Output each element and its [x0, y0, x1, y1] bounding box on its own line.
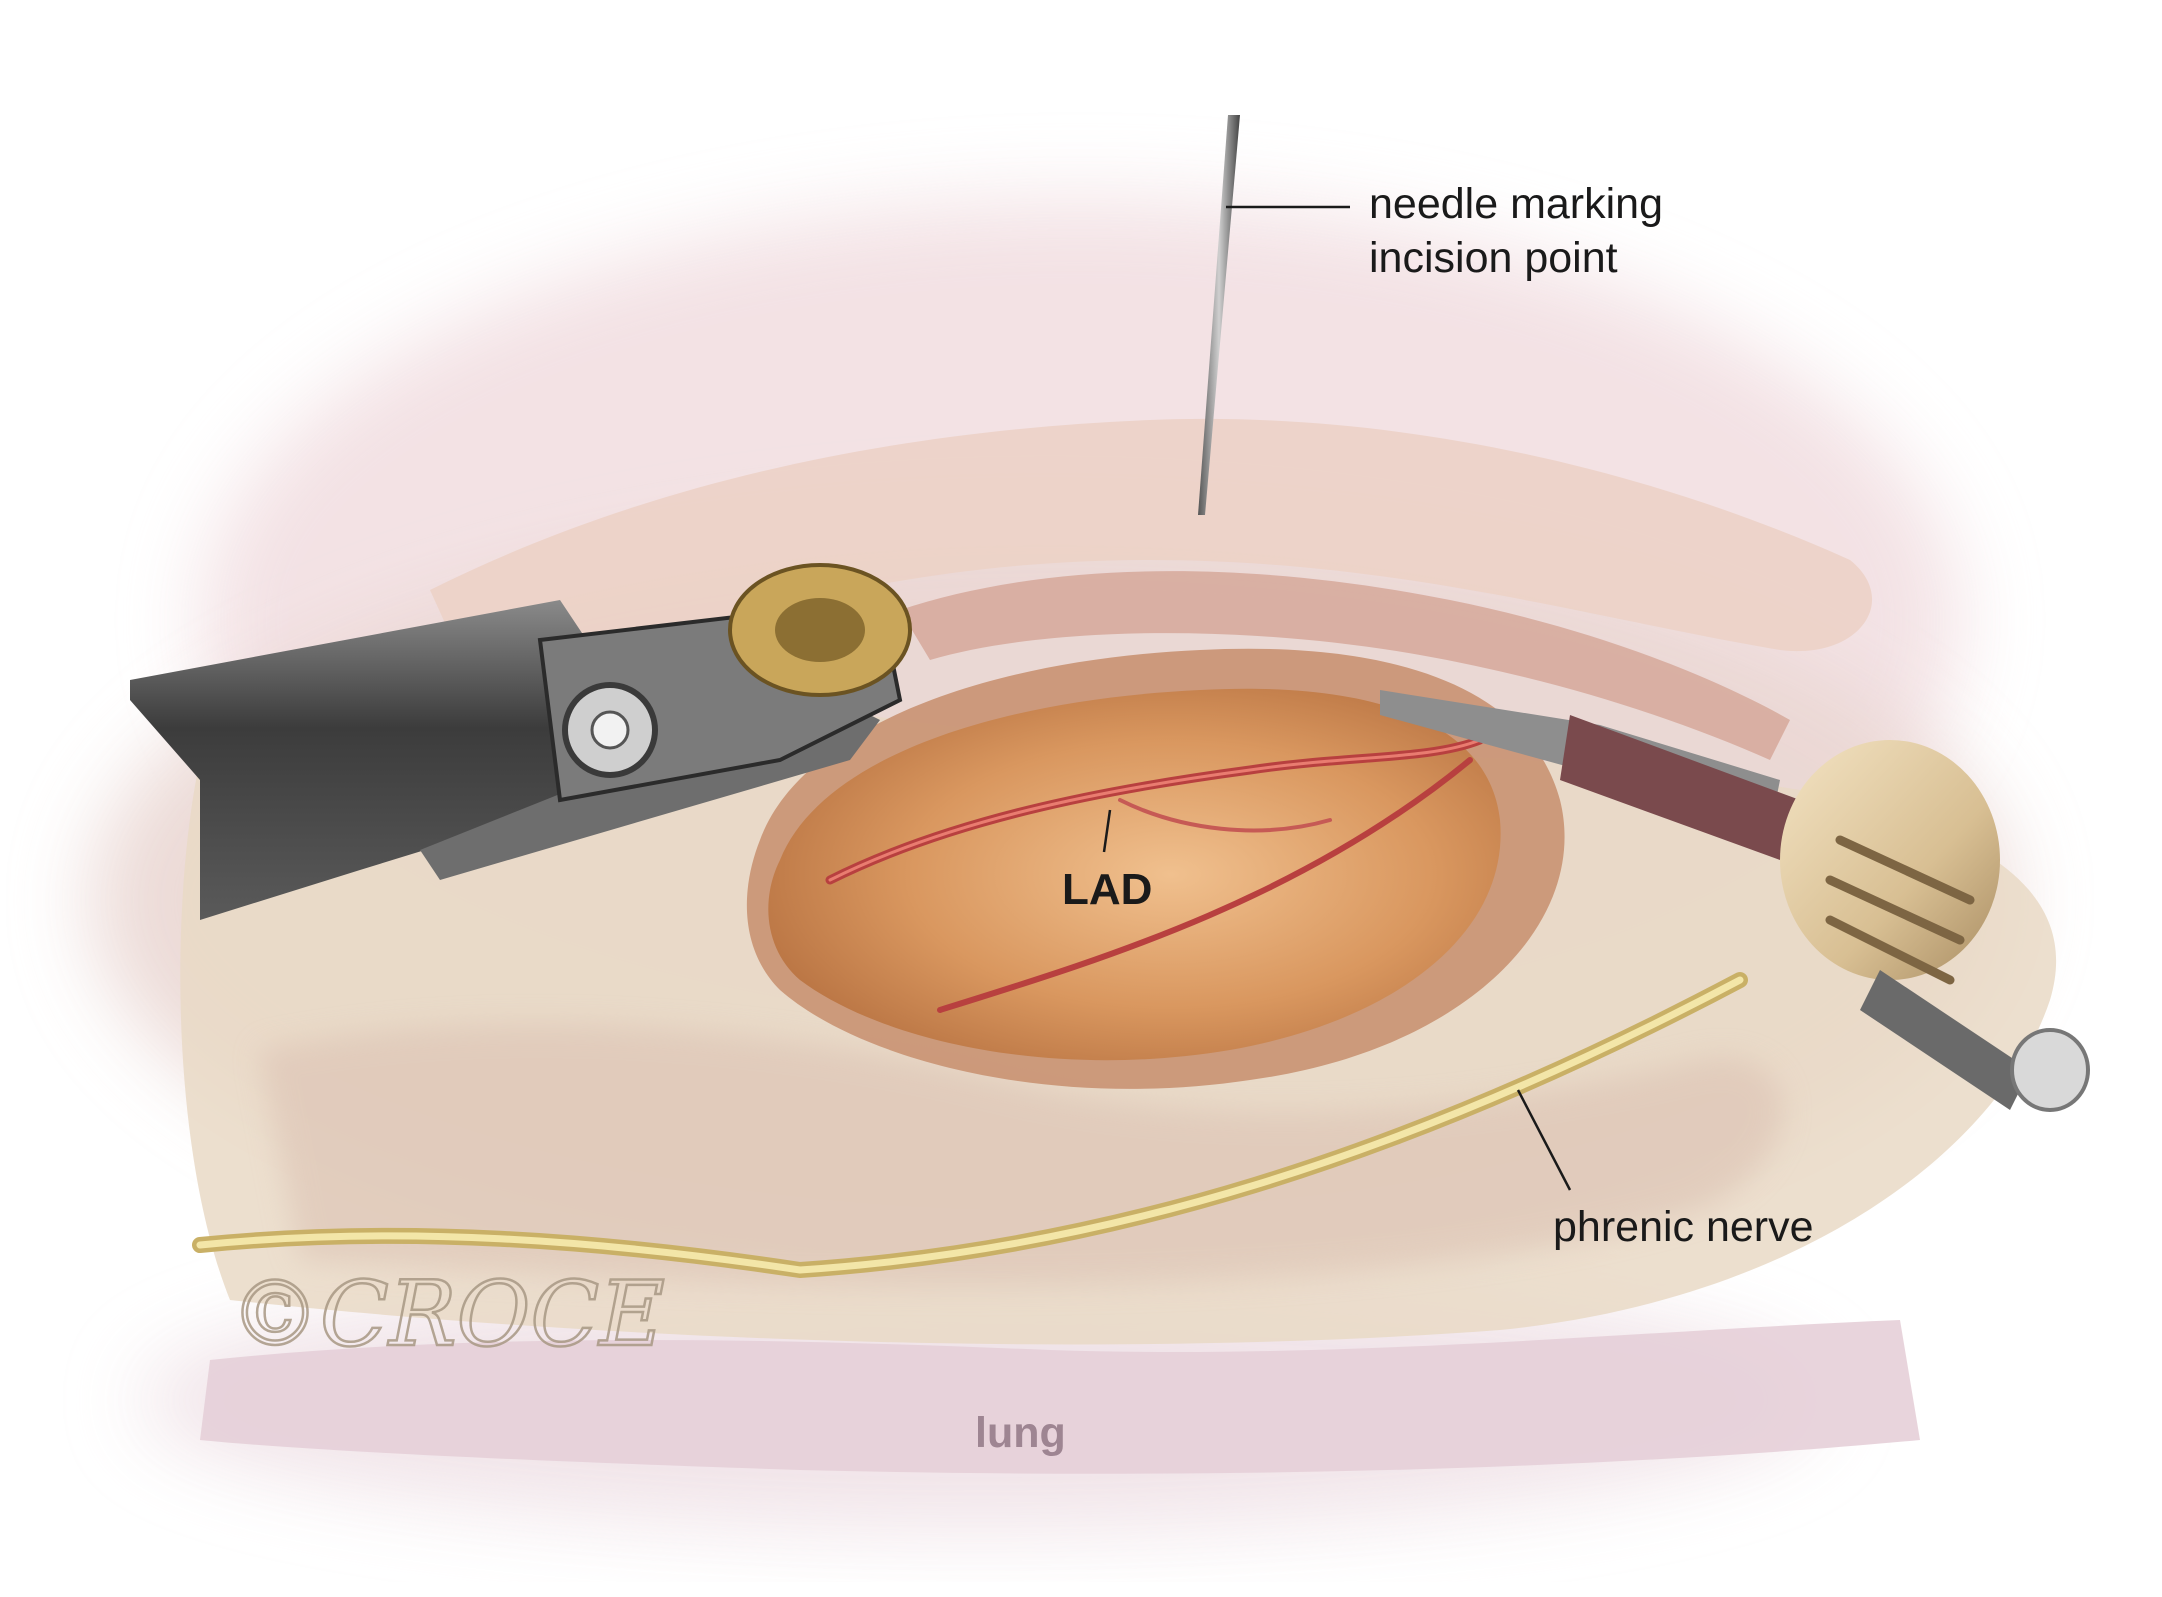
needle-label-line2: incision point: [1369, 233, 1618, 282]
marking-needle: [1198, 115, 1240, 515]
lung-label: lung: [975, 1409, 1066, 1457]
pericardium-shading: [260, 1024, 1783, 1286]
svg-text:©CROCE: ©CROCE: [230, 1262, 665, 1367]
robotic-grasper: [130, 563, 912, 920]
phrenic-nerve-label: phrenic nerve: [1553, 1203, 1814, 1251]
leader-lines: [1102, 205, 1572, 1191]
lung: [200, 1320, 1920, 1474]
robotic-retractor: [1380, 690, 2090, 1112]
chest-wall-tissue: [430, 418, 1873, 700]
mammary-pedicle: [900, 571, 1790, 760]
heart-surface: [768, 688, 1501, 1061]
phrenic-leader-line: [1516, 1089, 1572, 1191]
needle-marking-label: needle marking incision point: [1369, 178, 1663, 286]
artist-signature: ©CROCE: [229, 1261, 666, 1369]
lad-artery: [825, 735, 1485, 1013]
needle-label-line1: needle marking: [1369, 180, 1664, 228]
phrenic-nerve: [192, 972, 1748, 1279]
lad-leader-line: [1102, 809, 1112, 853]
lad-label: LAD: [1062, 865, 1153, 914]
